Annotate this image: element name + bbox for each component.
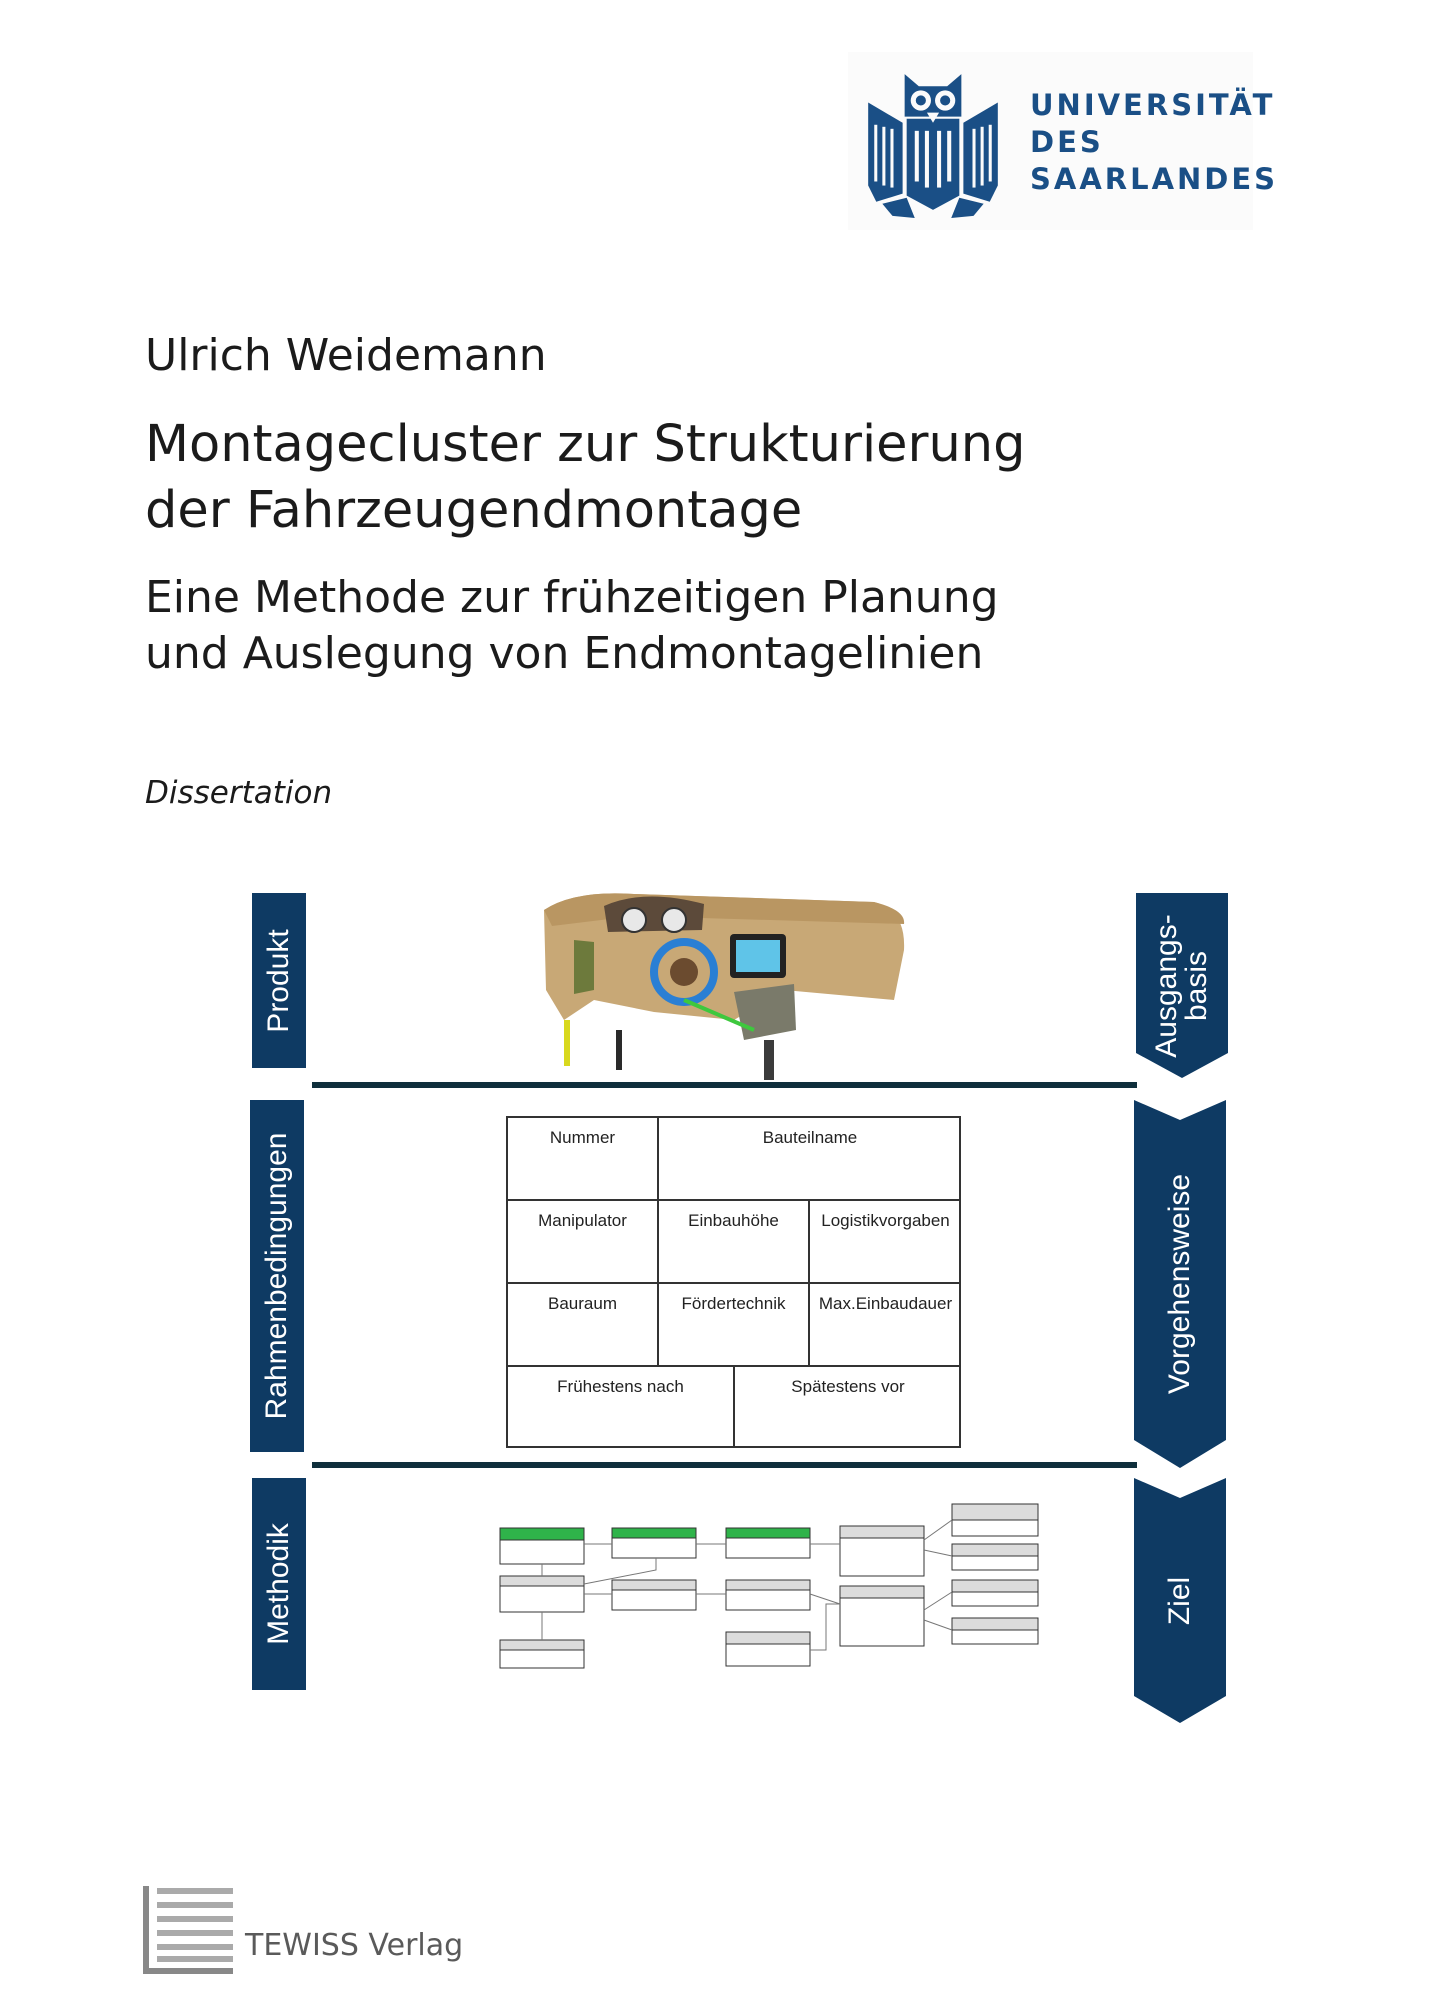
owl-emblem-icon: [868, 74, 998, 218]
cell-foerdertechnik: Fördertechnik: [659, 1284, 810, 1367]
arrow-ausgangsbasis-label-line2: basis: [1180, 950, 1213, 1021]
label-methodik-text: Methodik: [262, 1523, 295, 1645]
book-title: Montagecluster zur Strukturierung der Fa…: [145, 412, 1025, 544]
label-methodik: Methodik: [252, 1478, 306, 1690]
cell-fruehestens-nach: Frühestens nach: [508, 1367, 735, 1446]
university-logo: UNIVERSITÄT DES SAARLANDES: [848, 52, 1275, 230]
separator-line-bottom: [312, 1462, 1137, 1468]
label-produkt-text: Produkt: [262, 928, 295, 1033]
dashboard-cad-image: [544, 893, 905, 1080]
label-produkt: Produkt: [252, 893, 306, 1068]
cell-nummer: Nummer: [508, 1118, 659, 1201]
arrow-vorgehensweise-label: Vorgehensweise: [1163, 1173, 1196, 1395]
arrow-ausgangsbasis: Ausgangs- basis: [1132, 893, 1232, 1078]
author-name: Ulrich Weidemann: [145, 330, 547, 381]
cell-spaetestens-vor: Spätestens vor: [791, 1377, 905, 1396]
arrow-ziel-label: Ziel: [1163, 1576, 1196, 1625]
publisher-name: TEWISS Verlag: [245, 1928, 464, 1963]
cell-max-einbaudauer: Max.Einbaudauer: [810, 1284, 961, 1367]
cell-bauraum: Bauraum: [508, 1284, 659, 1367]
document-type: Dissertation: [145, 775, 333, 811]
arrow-ausgangsbasis-label-line1: Ausgangs-: [1150, 913, 1183, 1058]
label-rahmenbedingungen-text: Rahmenbedingungen: [260, 1132, 293, 1420]
book-title-line2: der Fahrzeugendmontage: [145, 481, 803, 540]
arrow-ziel: Ziel: [1130, 1478, 1230, 1723]
university-name-line1: UNIVERSITÄT: [1030, 88, 1276, 122]
cell-manipulator: Manipulator: [508, 1201, 659, 1284]
book-subtitle-line2: und Auslegung von Endmontagelinien: [145, 628, 984, 679]
cell-bauteilname: Bauteilname: [659, 1118, 961, 1201]
university-name: UNIVERSITÄT DES SAARLANDES: [1030, 87, 1278, 198]
publisher-logo-icon: [143, 1886, 233, 1974]
book-subtitle-line1: Eine Methode zur frühzeitigen Planung: [145, 572, 999, 623]
book-subtitle: Eine Methode zur frühzeitigen Planung un…: [145, 570, 999, 682]
component-attribute-table: Nummer Bauteilname Manipulator Einbauhöh…: [506, 1116, 961, 1448]
method-flowchart: [499, 1503, 1039, 1669]
arrow-vorgehensweise: Vorgehensweise: [1130, 1100, 1230, 1468]
arrow-ausgangsbasis-label: Ausgangs- basis: [1150, 913, 1213, 1058]
cell-einbauhoehe: Einbauhöhe: [659, 1201, 810, 1284]
university-name-line3: SAARLANDES: [1030, 162, 1279, 196]
book-title-line1: Montagecluster zur Strukturierung: [145, 415, 1026, 474]
separator-line-top: [312, 1082, 1137, 1088]
label-rahmenbedingungen: Rahmenbedingungen: [250, 1100, 304, 1452]
cell-logistikvorgaben: Logistikvorgaben: [810, 1201, 961, 1284]
university-name-line2: DES: [1030, 125, 1104, 159]
